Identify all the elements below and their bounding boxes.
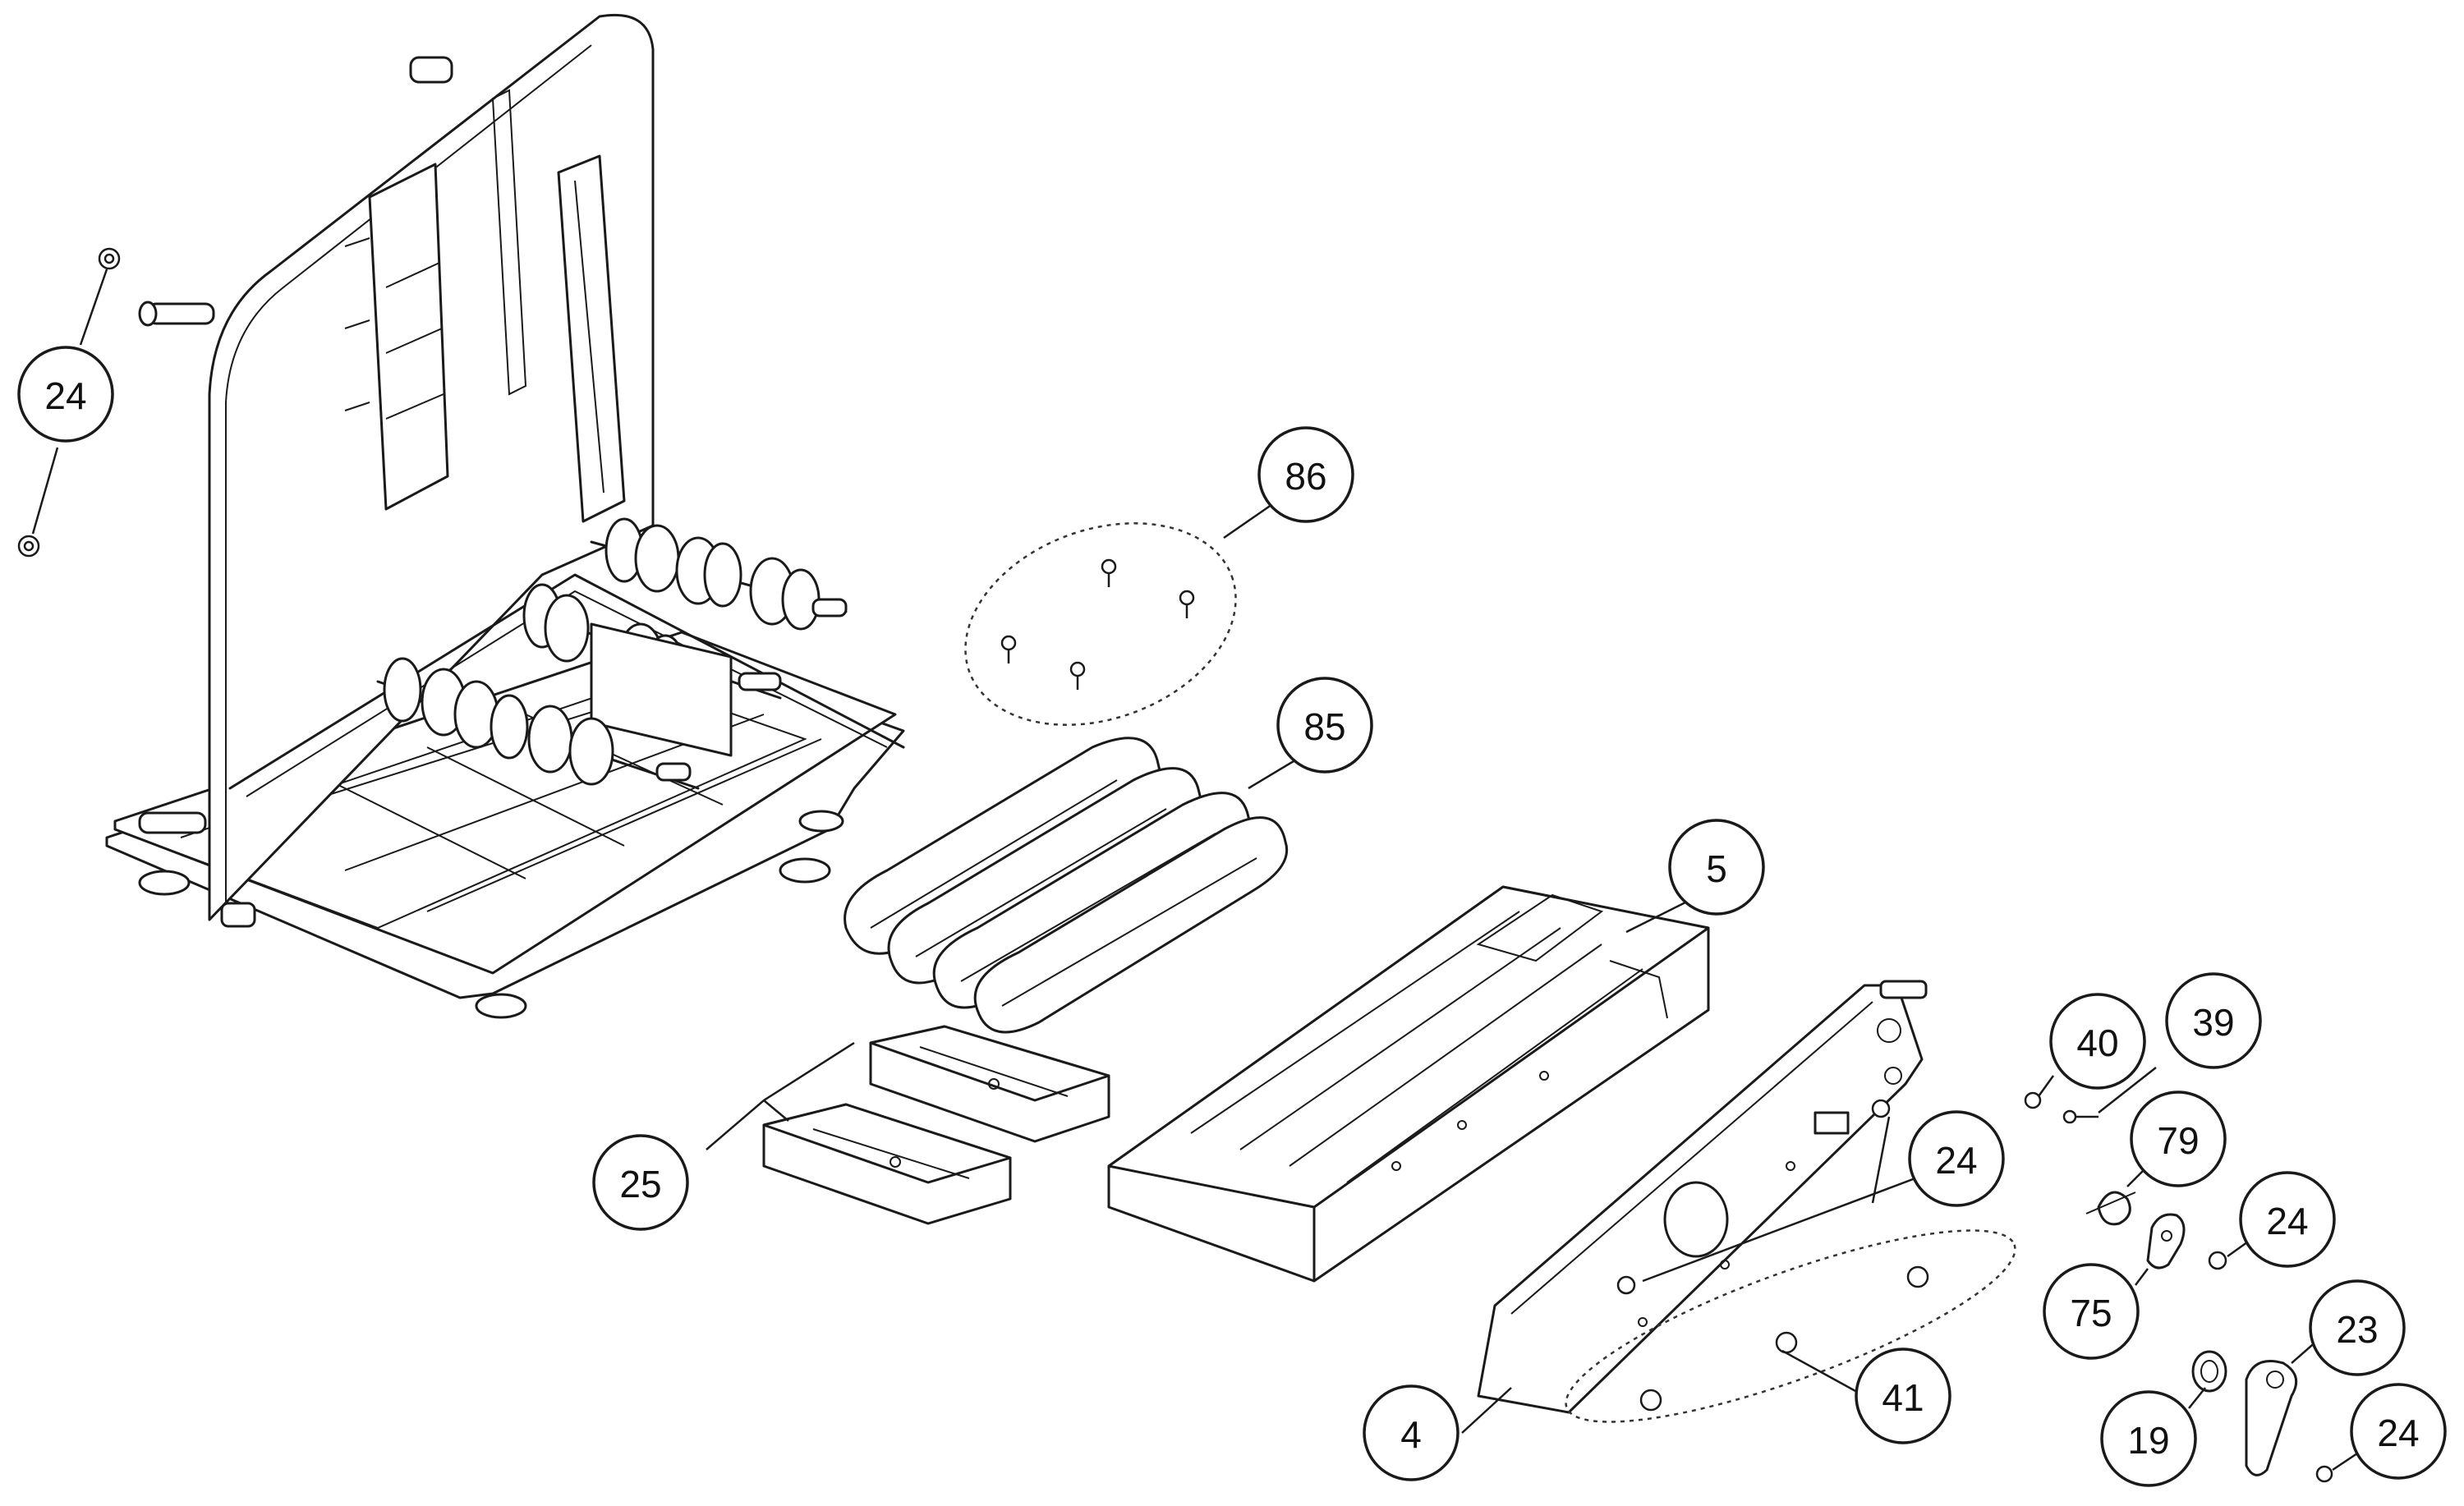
svg-text:85: 85: [1303, 705, 1345, 748]
svg-text:24: 24: [2266, 1200, 2308, 1242]
screw-24-center: [1616, 1099, 1927, 1295]
svg-text:75: 75: [2070, 1292, 2112, 1334]
belt-set-85: [844, 737, 1311, 1034]
callout-19: 19: [2100, 1390, 2197, 1487]
screw-set-24-left: [17, 247, 121, 558]
svg-text:19: 19: [2127, 1419, 2169, 1462]
svg-text:86: 86: [1285, 455, 1326, 498]
svg-text:41: 41: [1882, 1376, 1924, 1419]
callout-40: 40: [2049, 993, 2146, 1090]
svg-text:24: 24: [2377, 1412, 2419, 1454]
svg-text:24: 24: [1935, 1139, 1977, 1182]
small-parts-right: [2024, 1067, 2358, 1483]
callout-23: 23: [2309, 1279, 2406, 1376]
callout-79: 79: [2130, 1090, 2227, 1187]
svg-text:24: 24: [44, 374, 86, 417]
screw-group-41: [1565, 1229, 2016, 1423]
screw-group-86: [964, 499, 1278, 726]
callout-4: 4: [1363, 1384, 1460, 1481]
callout-24-top-left: 24: [17, 346, 114, 443]
tray-frame-assembly: [105, 13, 905, 1019]
svg-text:39: 39: [2192, 1001, 2234, 1044]
callout-24-right: 24: [2239, 1171, 2336, 1268]
svg-text:25: 25: [619, 1163, 661, 1205]
callout-85: 85: [1276, 677, 1373, 774]
callout-41: 41: [1855, 1348, 1951, 1444]
callout-24-bottom-right: 24: [2350, 1383, 2447, 1480]
svg-text:79: 79: [2157, 1119, 2199, 1162]
callout-5: 5: [1668, 819, 1765, 916]
svg-text:40: 40: [2076, 1022, 2118, 1064]
callout-39: 39: [2165, 972, 2262, 1069]
svg-text:23: 23: [2336, 1308, 2378, 1351]
pad-set-25: [706, 1025, 1110, 1225]
callout-86: 86: [1257, 426, 1354, 523]
guide-plate-5: [1107, 885, 1710, 1283]
callout-24-center: 24: [1908, 1110, 2005, 1207]
callout-25: 25: [592, 1134, 689, 1231]
svg-text:4: 4: [1400, 1413, 1422, 1456]
side-plate-4: [1461, 980, 1928, 1434]
svg-text:5: 5: [1706, 847, 1727, 890]
callout-75: 75: [2043, 1263, 2140, 1360]
